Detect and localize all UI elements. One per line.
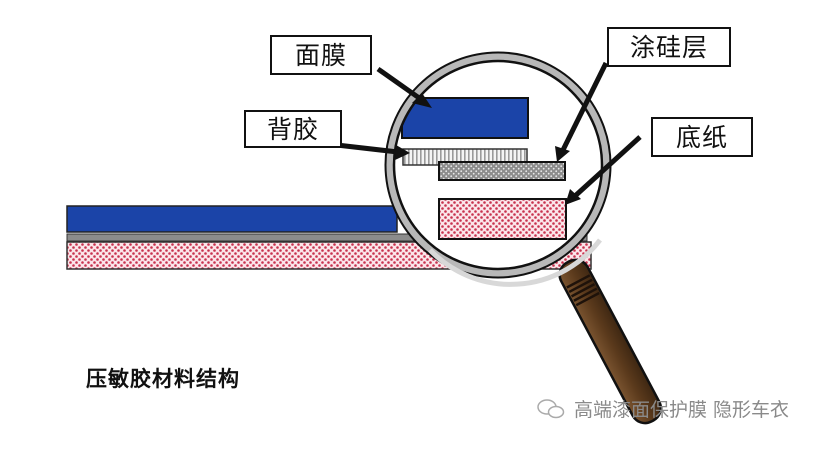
watermark: 高端漆面保护膜 隐形车衣 xyxy=(536,395,789,422)
magnified-layers xyxy=(401,97,567,240)
diagram-title: 压敏胶材料结构 xyxy=(86,367,240,391)
label-silicone-layer: 涂硅层 xyxy=(607,27,731,67)
magnified-silicone xyxy=(438,161,566,181)
watermark-text: 高端漆面保护膜 隐形车衣 xyxy=(574,399,790,421)
arrow-face-film xyxy=(376,66,424,103)
silicone-layer-base xyxy=(66,233,588,242)
arrow-liner xyxy=(573,135,642,198)
label-face-film: 面膜 xyxy=(270,35,372,75)
magnified-liner xyxy=(438,198,567,240)
wechat-icon xyxy=(537,398,565,418)
magnifier-handle xyxy=(558,258,663,425)
face-film-layer xyxy=(66,205,398,233)
arrow-silicone xyxy=(560,61,609,152)
label-liner: 底纸 xyxy=(651,117,753,157)
label-adhesive: 背胶 xyxy=(244,110,342,148)
